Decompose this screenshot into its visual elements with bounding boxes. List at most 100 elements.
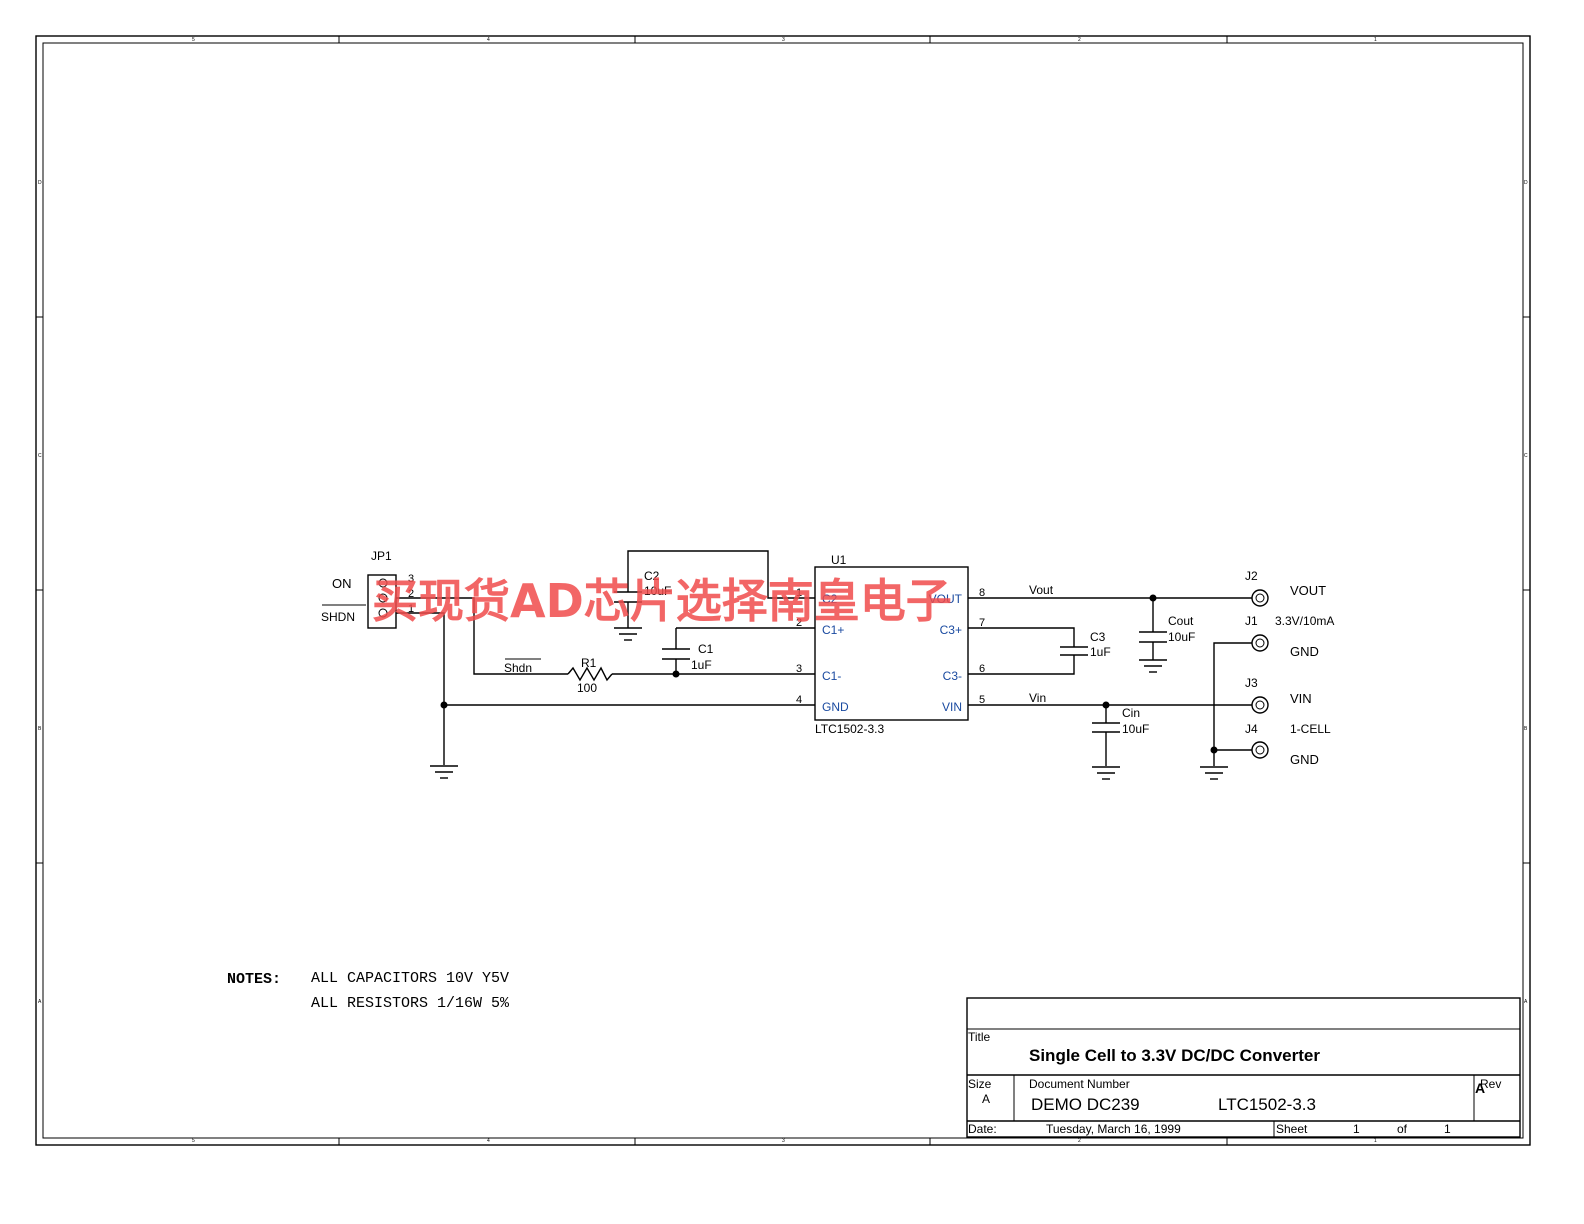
j3-label: VIN [1290,691,1312,706]
u1-pin-vin: VIN [942,700,962,714]
r1-resistor: R1 100 Shdn [504,656,613,695]
zone-row-b-right: B [1524,726,1528,732]
zone-row-d-left: D [38,180,42,186]
drawing-title: Single Cell to 3.3V DC/DC Converter [1029,1046,1320,1065]
jp1-label-shdn: SHDN [321,610,355,624]
zone-col-2-top: 2 [1078,37,1081,43]
ground-icon [1092,766,1120,780]
notes-line-1: ALL CAPACITORS 10V Y5V [311,970,509,987]
u1-pin-gnd: GND [822,700,849,714]
junctions [440,594,1218,754]
j3-ref: J3 [1245,676,1258,690]
docnum-label: Document Number [1029,1077,1130,1091]
zone-row-d-right: D [1524,180,1528,186]
zone-col-4-bottom: 4 [487,1138,490,1144]
u1-pin-num-3: 3 [796,663,802,675]
net-label-vout: Vout [1029,583,1054,597]
r1-value: 100 [577,681,597,695]
rev-label: Rev [1480,1077,1501,1091]
j1-label: GND [1290,644,1319,659]
u1-pin-num-5: 5 [979,694,985,706]
c2-capacitor: C2 10uF [614,569,671,603]
jp1-pin-1: 1 [408,603,414,615]
j2-label: VOUT [1290,583,1326,598]
u1-pin-c1minus: C1- [822,669,841,683]
u1-pin-num-1: 1 [796,587,802,599]
zone-col-5-top: 5 [192,37,195,43]
jp1-label-on: ON [332,576,352,591]
j3-sub: 1-CELL [1290,722,1331,736]
notes-heading: NOTES: [227,971,281,988]
cin-capacitor: Cin 10uF [1092,706,1149,736]
r1-ref: R1 [581,656,597,670]
zone-row-c-left: C [38,453,42,459]
j4-ref: J4 [1245,722,1258,736]
u1-pin-c1plus: C1+ [822,623,844,637]
drawing-frame: 5 4 3 2 1 5 4 3 2 1 D C B A D C B A [35,35,1531,1146]
j4-label: GND [1290,752,1319,767]
connector-j1: J1 GND [1245,614,1319,659]
date-label: Date: [968,1122,997,1136]
u1-pin-num-7: 7 [979,617,985,629]
zone-col-3-bottom: 3 [782,1138,785,1144]
cin-ref: Cin [1122,706,1140,720]
u1-pin-c3plus: C3+ [940,623,962,637]
of-label: of [1397,1122,1408,1136]
ground-icon [1139,659,1167,673]
cin-value: 10uF [1122,722,1149,736]
zone-row-a-right: A [1524,999,1528,1005]
zone-col-2-bottom: 2 [1078,1138,1081,1144]
ground-icon [1200,766,1228,780]
u1-pin-num-2: 2 [796,617,802,629]
sheet-label: Sheet [1276,1122,1308,1136]
c1-capacitor: C1 1uF [662,642,714,672]
cout-capacitor: Cout 10uF [1139,614,1195,644]
u1-ref: U1 [831,553,847,567]
jp1-pin-2: 2 [408,588,414,600]
size-label: Size [968,1077,992,1091]
jp1-ref: JP1 [371,549,392,563]
c2-ref: C2 [644,569,660,583]
cout-ref: Cout [1168,614,1194,628]
notes: NOTES: ALL CAPACITORS 10V Y5V ALL RESIST… [227,970,510,1012]
u1-pin-num-8: 8 [979,587,985,599]
c3-value: 1uF [1090,645,1111,659]
c3-ref: C3 [1090,630,1106,644]
date-value: Tuesday, March 16, 1999 [1046,1122,1181,1136]
ground-icon [614,627,642,641]
c3-capacitor: C3 1uF [1060,630,1111,659]
net-label-vin: Vin [1029,691,1046,705]
ground-symbols [430,627,1228,780]
j1-ref: J1 [1245,614,1258,628]
ground-icon [430,765,458,779]
u1-pin-vout: VOUT [929,592,963,606]
net-label-shdn: Shdn [504,661,532,675]
title-label: Title [968,1030,991,1044]
zone-row-c-right: C [1524,453,1528,459]
u1-pin-num-6: 6 [979,663,985,675]
sheet-value: 1 [1353,1122,1360,1136]
u1-ic: U1 LTC1502-3.3 1 2 3 4 C2 C1+ C1- GND 8 … [796,553,985,736]
c2-value: 10uF [644,584,671,598]
connector-j3: J3 VIN 1-CELL [1245,676,1331,736]
of-value: 1 [1444,1122,1451,1136]
jp1-jumper: JP1 ON SHDN 3 2 1 [321,549,414,629]
part-number: LTC1502-3.3 [1218,1095,1316,1114]
zone-row-a-left: A [38,999,42,1005]
zone-col-1-top: 1 [1374,37,1377,43]
c1-value: 1uF [691,658,712,672]
zone-col-3-top: 3 [782,37,785,43]
c1-ref: C1 [698,642,714,656]
connector-j2: J2 VOUT 3.3V/10mA [1245,569,1334,628]
zone-row-b-left: B [38,726,42,732]
notes-line-2: ALL RESISTORS 1/16W 5% [311,995,510,1012]
doc-number: DEMO DC239 [1031,1095,1140,1114]
u1-pin-c2: C2 [822,592,838,606]
jp1-pin-3: 3 [408,573,414,585]
u1-part: LTC1502-3.3 [815,722,884,736]
size-value: A [982,1092,990,1106]
zone-col-5-bottom: 5 [192,1138,195,1144]
watermark-text: 买现货AD芯片选择南皇电子 [372,574,952,628]
zone-col-4-top: 4 [487,37,490,43]
